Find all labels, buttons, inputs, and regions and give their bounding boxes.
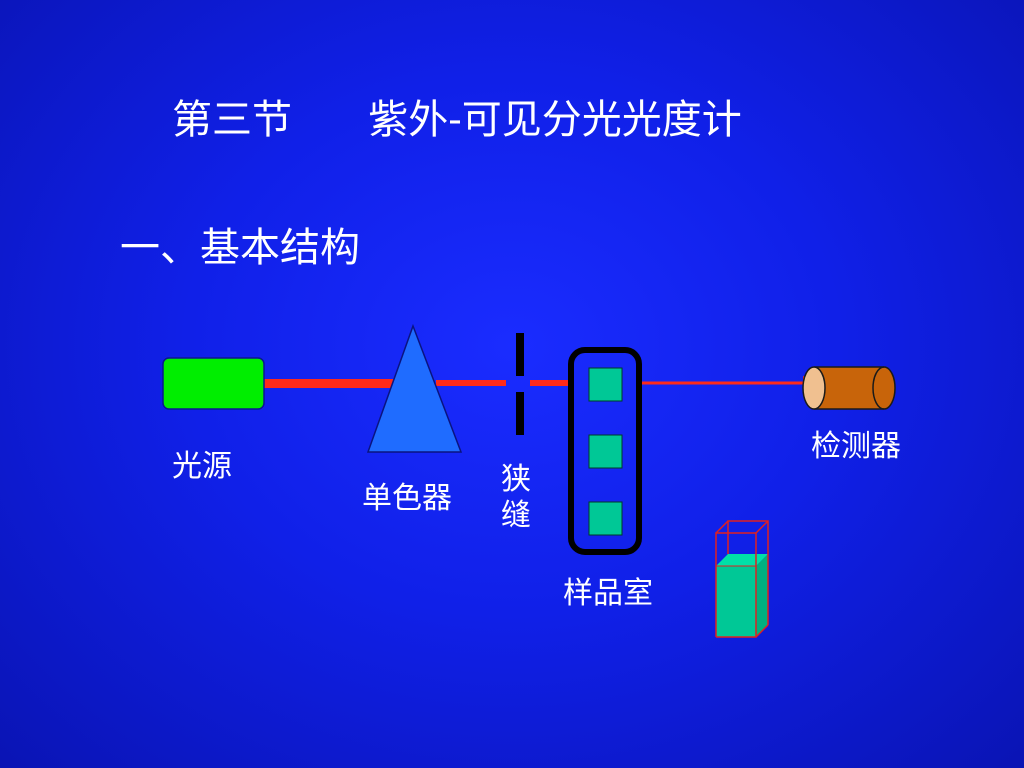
- slit-label: 狭 缝: [501, 462, 531, 533]
- sample-chamber-holder: [568, 347, 642, 555]
- detector-back-cap: [872, 366, 896, 410]
- cuvette-edge-2: [755, 520, 769, 534]
- light-source-block: [162, 357, 265, 410]
- cuvette-icon: [715, 520, 769, 638]
- light-beam-segment-3: [530, 380, 572, 386]
- sample-cell-1: [588, 367, 623, 402]
- section-heading: 一、基本结构: [120, 225, 360, 271]
- detector-label: 检测器: [811, 429, 901, 464]
- sample-cell-2: [588, 434, 623, 469]
- slide-title: 第三节 紫外-可见分光光度计: [172, 97, 742, 143]
- slit-upper-bar: [516, 333, 524, 376]
- prism-shape: [366, 323, 463, 453]
- monochromator-label: 单色器: [362, 481, 452, 516]
- cuvette-liquid-top: [716, 554, 768, 566]
- cuvette-liquid-front: [716, 566, 756, 637]
- light-source-label: 光源: [172, 449, 232, 484]
- cuvette-edge-3: [755, 624, 769, 638]
- sample-chamber-label: 样品室: [563, 576, 653, 611]
- cuvette-liquid-side: [756, 554, 768, 637]
- cuvette-edge-1: [715, 520, 729, 534]
- light-beam-segment-2: [436, 380, 506, 386]
- detector-front-face: [802, 366, 826, 410]
- slit-lower-bar: [516, 392, 524, 435]
- light-beam-segment-1: [262, 379, 394, 388]
- sample-cell-3: [588, 501, 623, 536]
- cuvette-outline-back: [727, 520, 769, 625]
